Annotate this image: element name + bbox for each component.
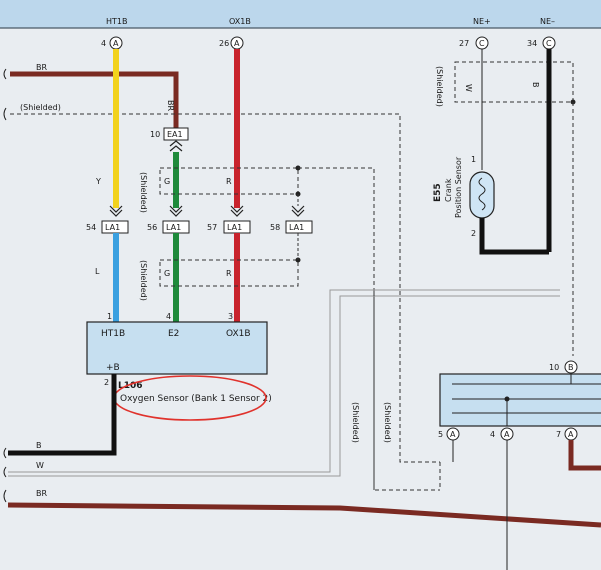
ecu-pin-num-ne-minus: 34 <box>527 39 537 48</box>
sensor-pin-ht1b: HT1B <box>101 329 125 339</box>
la1-54-label: LA1 <box>105 223 120 232</box>
sensor-code: L106 <box>118 381 143 391</box>
label-br-bottom: BR <box>36 489 47 498</box>
ea1-label: EA1 <box>167 130 183 139</box>
la1-56-num: 56 <box>147 223 157 232</box>
ecu-conn-ht1b: A <box>113 39 119 48</box>
ecu-pin-name-ne-plus: NE+ <box>473 17 491 26</box>
la1-58-label: LA1 <box>289 223 304 232</box>
la1-54-num: 54 <box>86 223 96 232</box>
ecu-pin-num-ne-plus: 27 <box>459 39 469 48</box>
label-shielded-top: (Shielded) <box>20 103 61 112</box>
label-br-top: BR <box>36 63 47 72</box>
b10-conn: B <box>568 363 574 372</box>
ecu-right-box <box>439 373 601 427</box>
a7-conn: A <box>568 430 574 439</box>
label-shielded-lower: (Shielded) <box>139 260 148 301</box>
a5-num: 5 <box>438 430 443 439</box>
la1-57-label: LA1 <box>227 223 242 232</box>
label-b-crank: B <box>531 82 540 88</box>
ecu-pin-name-ox1b: OX1B <box>229 17 251 26</box>
label-r-lower: R <box>226 269 232 278</box>
sensor-name: Oxygen Sensor (Bank 1 Sensor 2) <box>120 394 272 404</box>
la1-56-label: LA1 <box>166 223 181 232</box>
sensor-pin-e2: E2 <box>168 329 179 339</box>
sensor-pin-plus-b: +B <box>106 363 120 373</box>
label-b-bottom: B <box>36 441 42 450</box>
a7-num: 7 <box>556 430 561 439</box>
sensor-pin4-num: 4 <box>166 312 171 321</box>
label-shielded-mid1: (Shielded) <box>351 402 360 443</box>
label-br-vertical: BR <box>166 100 175 111</box>
sensor-pin-ox1b: OX1B <box>226 329 251 339</box>
crank-pin2: 2 <box>471 229 476 238</box>
label-shielded-right: (Shielded) <box>435 66 444 107</box>
crank-code: E55 <box>433 183 443 202</box>
wire-shielded-top <box>10 113 440 463</box>
label-w-crank: W <box>464 84 473 92</box>
sensor-pin1-num: 1 <box>107 312 112 321</box>
sensor-pin2-num: 2 <box>104 378 109 387</box>
la1-58-num: 58 <box>270 223 280 232</box>
label-y: Y <box>95 177 101 186</box>
label-g-lower: G <box>164 269 170 278</box>
shield-upper <box>159 167 299 195</box>
ecu-conn-ne-plus: C <box>479 39 485 48</box>
crank-name2: Position Sensor <box>454 156 463 218</box>
label-shielded-mid2: (Shielded) <box>383 402 392 443</box>
ecu-conn-ne-minus: C <box>546 39 552 48</box>
b10-num: 10 <box>549 363 559 372</box>
oxygen-sensor-box <box>86 321 268 375</box>
la1-57-num: 57 <box>207 223 217 232</box>
wire-crank-black <box>479 218 549 255</box>
wire-w-bottom <box>8 289 560 473</box>
ecu-conn-ox1b: A <box>234 39 240 48</box>
label-w-bottom: W <box>36 461 44 470</box>
ecu-pin-num-ht1b: 4 <box>101 39 106 48</box>
shield-crank <box>454 61 574 103</box>
a4-conn: A <box>504 430 510 439</box>
label-shielded-upper: (Shielded) <box>139 172 148 213</box>
a5-conn: A <box>450 430 456 439</box>
label-r-upper: R <box>226 177 232 186</box>
wire-br-top <box>10 71 179 128</box>
ea1-num: 10 <box>150 130 160 139</box>
ecu-pin-name-ht1b: HT1B <box>106 17 127 26</box>
shield-lower <box>159 259 299 287</box>
label-l: L <box>95 267 100 276</box>
crank-pin1: 1 <box>471 155 476 164</box>
label-g-upper: G <box>164 177 170 186</box>
a4-num: 4 <box>490 430 495 439</box>
ecu-pin-num-ox1b: 26 <box>219 39 229 48</box>
sensor-pin3-num: 3 <box>228 312 233 321</box>
crank-sensor-body <box>469 171 495 219</box>
crank-name1: Crank <box>444 178 453 202</box>
ecu-pin-name-ne-minus: NE– <box>540 17 555 26</box>
wire-b-bottom <box>8 374 117 456</box>
wire-br-bottom <box>7 502 601 528</box>
